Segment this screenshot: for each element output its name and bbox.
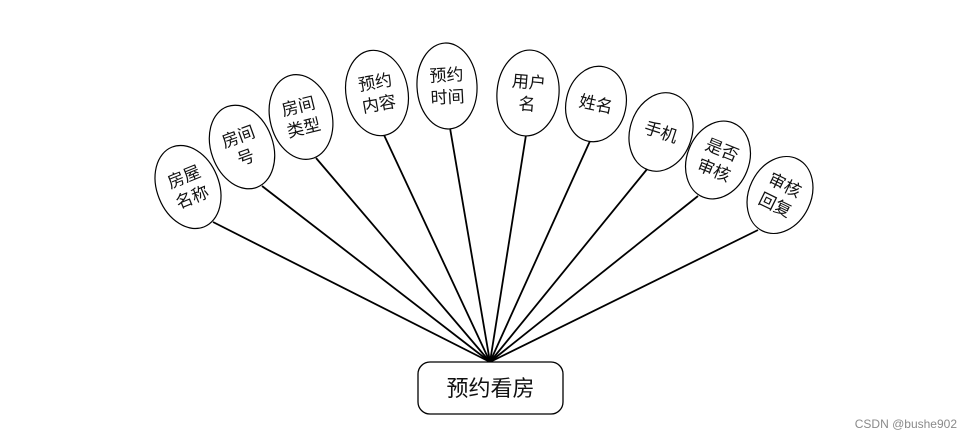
connector-booking-time (449, 127, 491, 363)
attribute-ellipse (684, 120, 752, 200)
attribute-room-number: 房间号 (208, 104, 276, 190)
connector-room-number (261, 185, 491, 363)
entity-rect (417, 361, 564, 415)
attribute-ellipse (565, 65, 627, 143)
attribute-label: 预约 (429, 65, 464, 87)
entity-box: 预约看房 (417, 361, 564, 415)
attribute-ellipse (154, 144, 222, 230)
entity-label: 预约看房 (446, 377, 534, 402)
connector-review-reply (489, 229, 759, 363)
attribute-ellipse (496, 49, 560, 137)
connector-booking-content (383, 134, 491, 363)
attribute-username: 用户名 (496, 49, 560, 137)
attribute-ellipse (344, 49, 410, 137)
attribute-ellipse (208, 104, 276, 190)
attribute-label: 时间 (430, 87, 465, 109)
connector-room-type (315, 157, 491, 363)
attribute-ellipse (746, 155, 814, 235)
watermark: CSDN @bushe902 (854, 417, 957, 431)
connector-is-reviewed (489, 195, 699, 363)
attribute-ellipse (416, 42, 478, 130)
connector-username (489, 134, 527, 363)
connector-phone (489, 167, 649, 363)
attribute-label: 号 (235, 146, 258, 171)
connector-lines (212, 127, 759, 363)
attribute-ellipses: 房屋名称房间号房间类型预约内容预约时间用户名姓名手机是否审核审核回复 (154, 42, 814, 235)
attribute-phone: 手机 (628, 92, 694, 172)
attribute-ellipse (268, 74, 334, 160)
connector-full-name (489, 140, 591, 363)
connector-house-name (212, 221, 491, 363)
attribute-ellipse (628, 92, 694, 172)
attribute-full-name: 姓名 (565, 65, 627, 143)
attribute-label: 用户 (511, 72, 547, 95)
attribute-label: 名 (518, 94, 537, 115)
